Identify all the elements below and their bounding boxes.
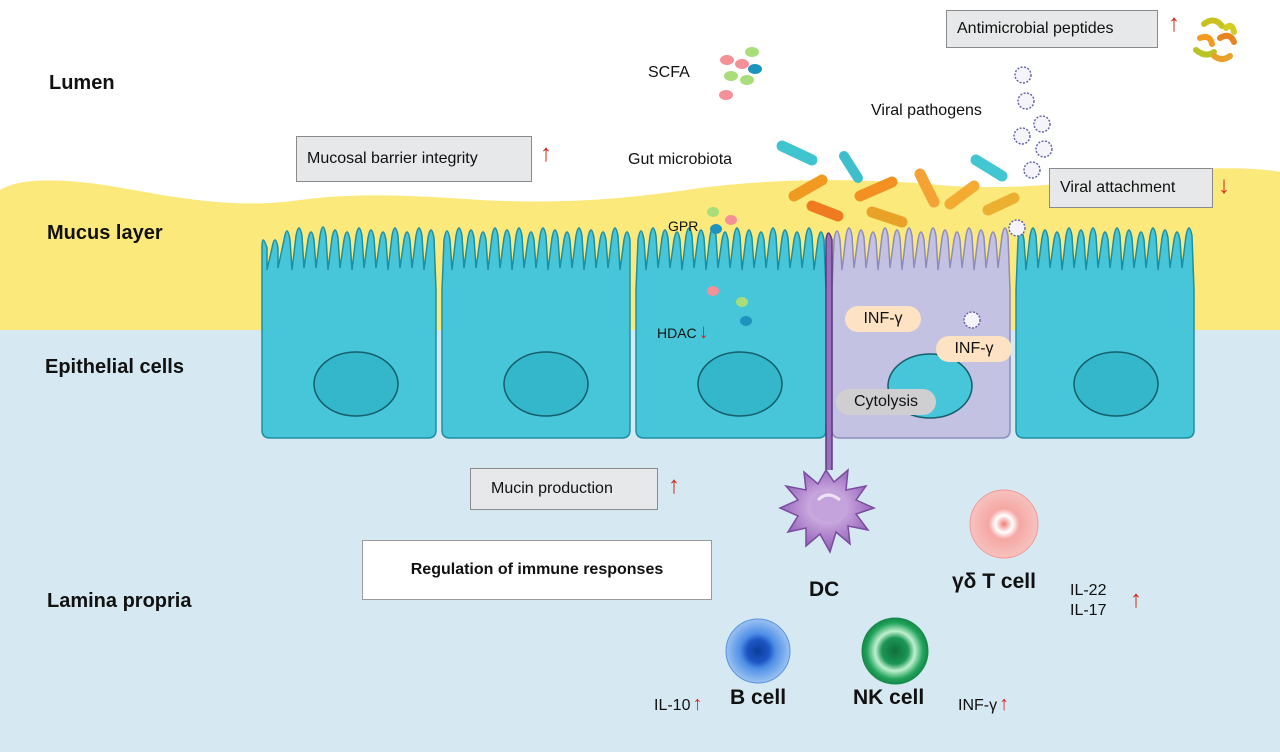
nucleus-1 [313, 351, 399, 417]
label-scfa: SCFA [648, 64, 690, 81]
region-lamina-propria: Lamina propria [47, 590, 192, 612]
label-gpr: GPR [668, 218, 699, 234]
viral-particles [963, 66, 1053, 329]
label-nk-cell: NK cell [853, 686, 925, 709]
nuclei [313, 351, 1159, 419]
dendritic-cell [778, 468, 877, 554]
scfa-molecules [719, 47, 762, 100]
gd-t-cell-shape [969, 489, 1039, 559]
label-il17: IL-17 [1070, 602, 1107, 619]
label-dc: DC [809, 578, 840, 601]
pill-inf-gamma-1: INF-γ [845, 306, 921, 332]
label-viral-pathogens: Viral pathogens [871, 102, 982, 119]
region-mucus-layer: Mucus layer [47, 222, 163, 244]
mucosal-barrier-up-arrow: ↑ [540, 140, 552, 167]
pill-inf-gamma-2: INF-γ [936, 336, 1012, 362]
scfa-intracellular [707, 286, 752, 326]
nucleus-2 [503, 351, 589, 417]
label-gut-microbiota: Gut microbiota [628, 151, 733, 168]
label-hdac: HDAC↓ [657, 321, 709, 343]
nucleus-5 [1073, 351, 1159, 417]
b-cell-shape [725, 618, 791, 684]
pill-cytolysis: Cytolysis [836, 389, 936, 415]
antimicrobial-up-arrow: ↑ [1168, 10, 1180, 37]
mucin-up-arrow: ↑ [668, 472, 680, 499]
region-epithelial-cells: Epithelial cells [45, 356, 184, 378]
box-antimicrobial-peptides: Antimicrobial peptides [946, 10, 1158, 48]
label-inf-gamma-nk: INF-γ↑ [958, 693, 1010, 715]
box-viral-attachment: Viral attachment [1049, 168, 1213, 208]
box-mucin-production: Mucin production [470, 468, 658, 510]
scfa-at-gpr [707, 207, 737, 234]
gut-microbiota [776, 140, 1020, 228]
il22-il17-up-arrow: ↑ [1130, 586, 1142, 613]
inf-gamma-up-arrow: ↑ [999, 693, 1010, 715]
box-mucosal-barrier-integrity: Mucosal barrier integrity [296, 136, 532, 182]
region-lumen: Lumen [49, 72, 115, 94]
box-regulation-immune-responses: Regulation of immune responses [362, 540, 712, 600]
nucleus-3 [697, 351, 783, 417]
viral-attachment-down-arrow: ↓ [1218, 172, 1230, 199]
nk-cell-shape [861, 617, 929, 685]
il10-up-arrow: ↑ [692, 693, 703, 715]
label-b-cell: B cell [730, 686, 787, 709]
label-gd-t-cell: γδ T cell [952, 570, 1036, 593]
epithelial-row [261, 226, 1195, 439]
antimicrobial-peptides-cluster [1193, 17, 1237, 62]
hdac-down-arrow: ↓ [698, 321, 709, 343]
label-il22: IL-22 [1070, 582, 1107, 599]
label-il10: IL-10↑ [654, 693, 703, 715]
dc-dendrite [825, 232, 833, 470]
